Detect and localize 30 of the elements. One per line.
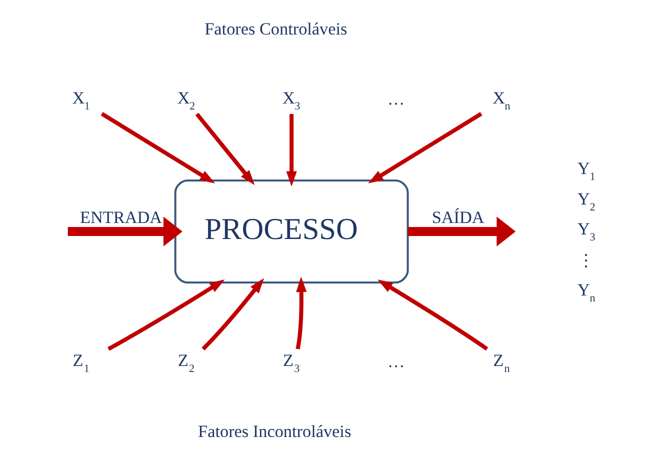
- label: Fatores Controláveis: [204, 20, 348, 39]
- arrow: [296, 276, 307, 350]
- label: Y$_{2}$: [578, 189, 596, 214]
- node-text: Z$_{1}$: [72, 351, 90, 376]
- arrow: [408, 216, 516, 246]
- arrow: [100, 112, 216, 184]
- arrow: [286, 114, 297, 186]
- node-text: X$_{3}$: [282, 88, 300, 112]
- node-text: Z$_{3}$: [282, 351, 300, 376]
- arrow: [108, 279, 225, 351]
- label: Y$_{3}$: [578, 220, 596, 244]
- label: ⋮: [578, 250, 595, 270]
- arrow: [378, 280, 488, 351]
- arrow: [195, 112, 255, 186]
- node-text: X$_{1}$: [72, 88, 90, 112]
- node-text: X$_{2}$: [177, 88, 196, 112]
- node-text: Z$_{n}$: [493, 351, 510, 376]
- node-box: PROCESSO: [174, 179, 409, 284]
- arrow: [202, 278, 264, 350]
- label: …: [388, 352, 405, 372]
- label: …: [388, 89, 405, 108]
- label: Y$_{n}$: [578, 280, 596, 304]
- node-text: X$_{n}$: [492, 88, 510, 112]
- arrow: [68, 216, 182, 246]
- label: Y$_{1}$: [578, 158, 596, 183]
- node-text: Z$_{2}$: [178, 351, 195, 376]
- edge-label: SAÍDA: [432, 208, 484, 228]
- edge-label: ENTRADA: [80, 208, 162, 228]
- label: Fatores Incontroláveis: [198, 422, 352, 441]
- arrow: [368, 112, 482, 184]
